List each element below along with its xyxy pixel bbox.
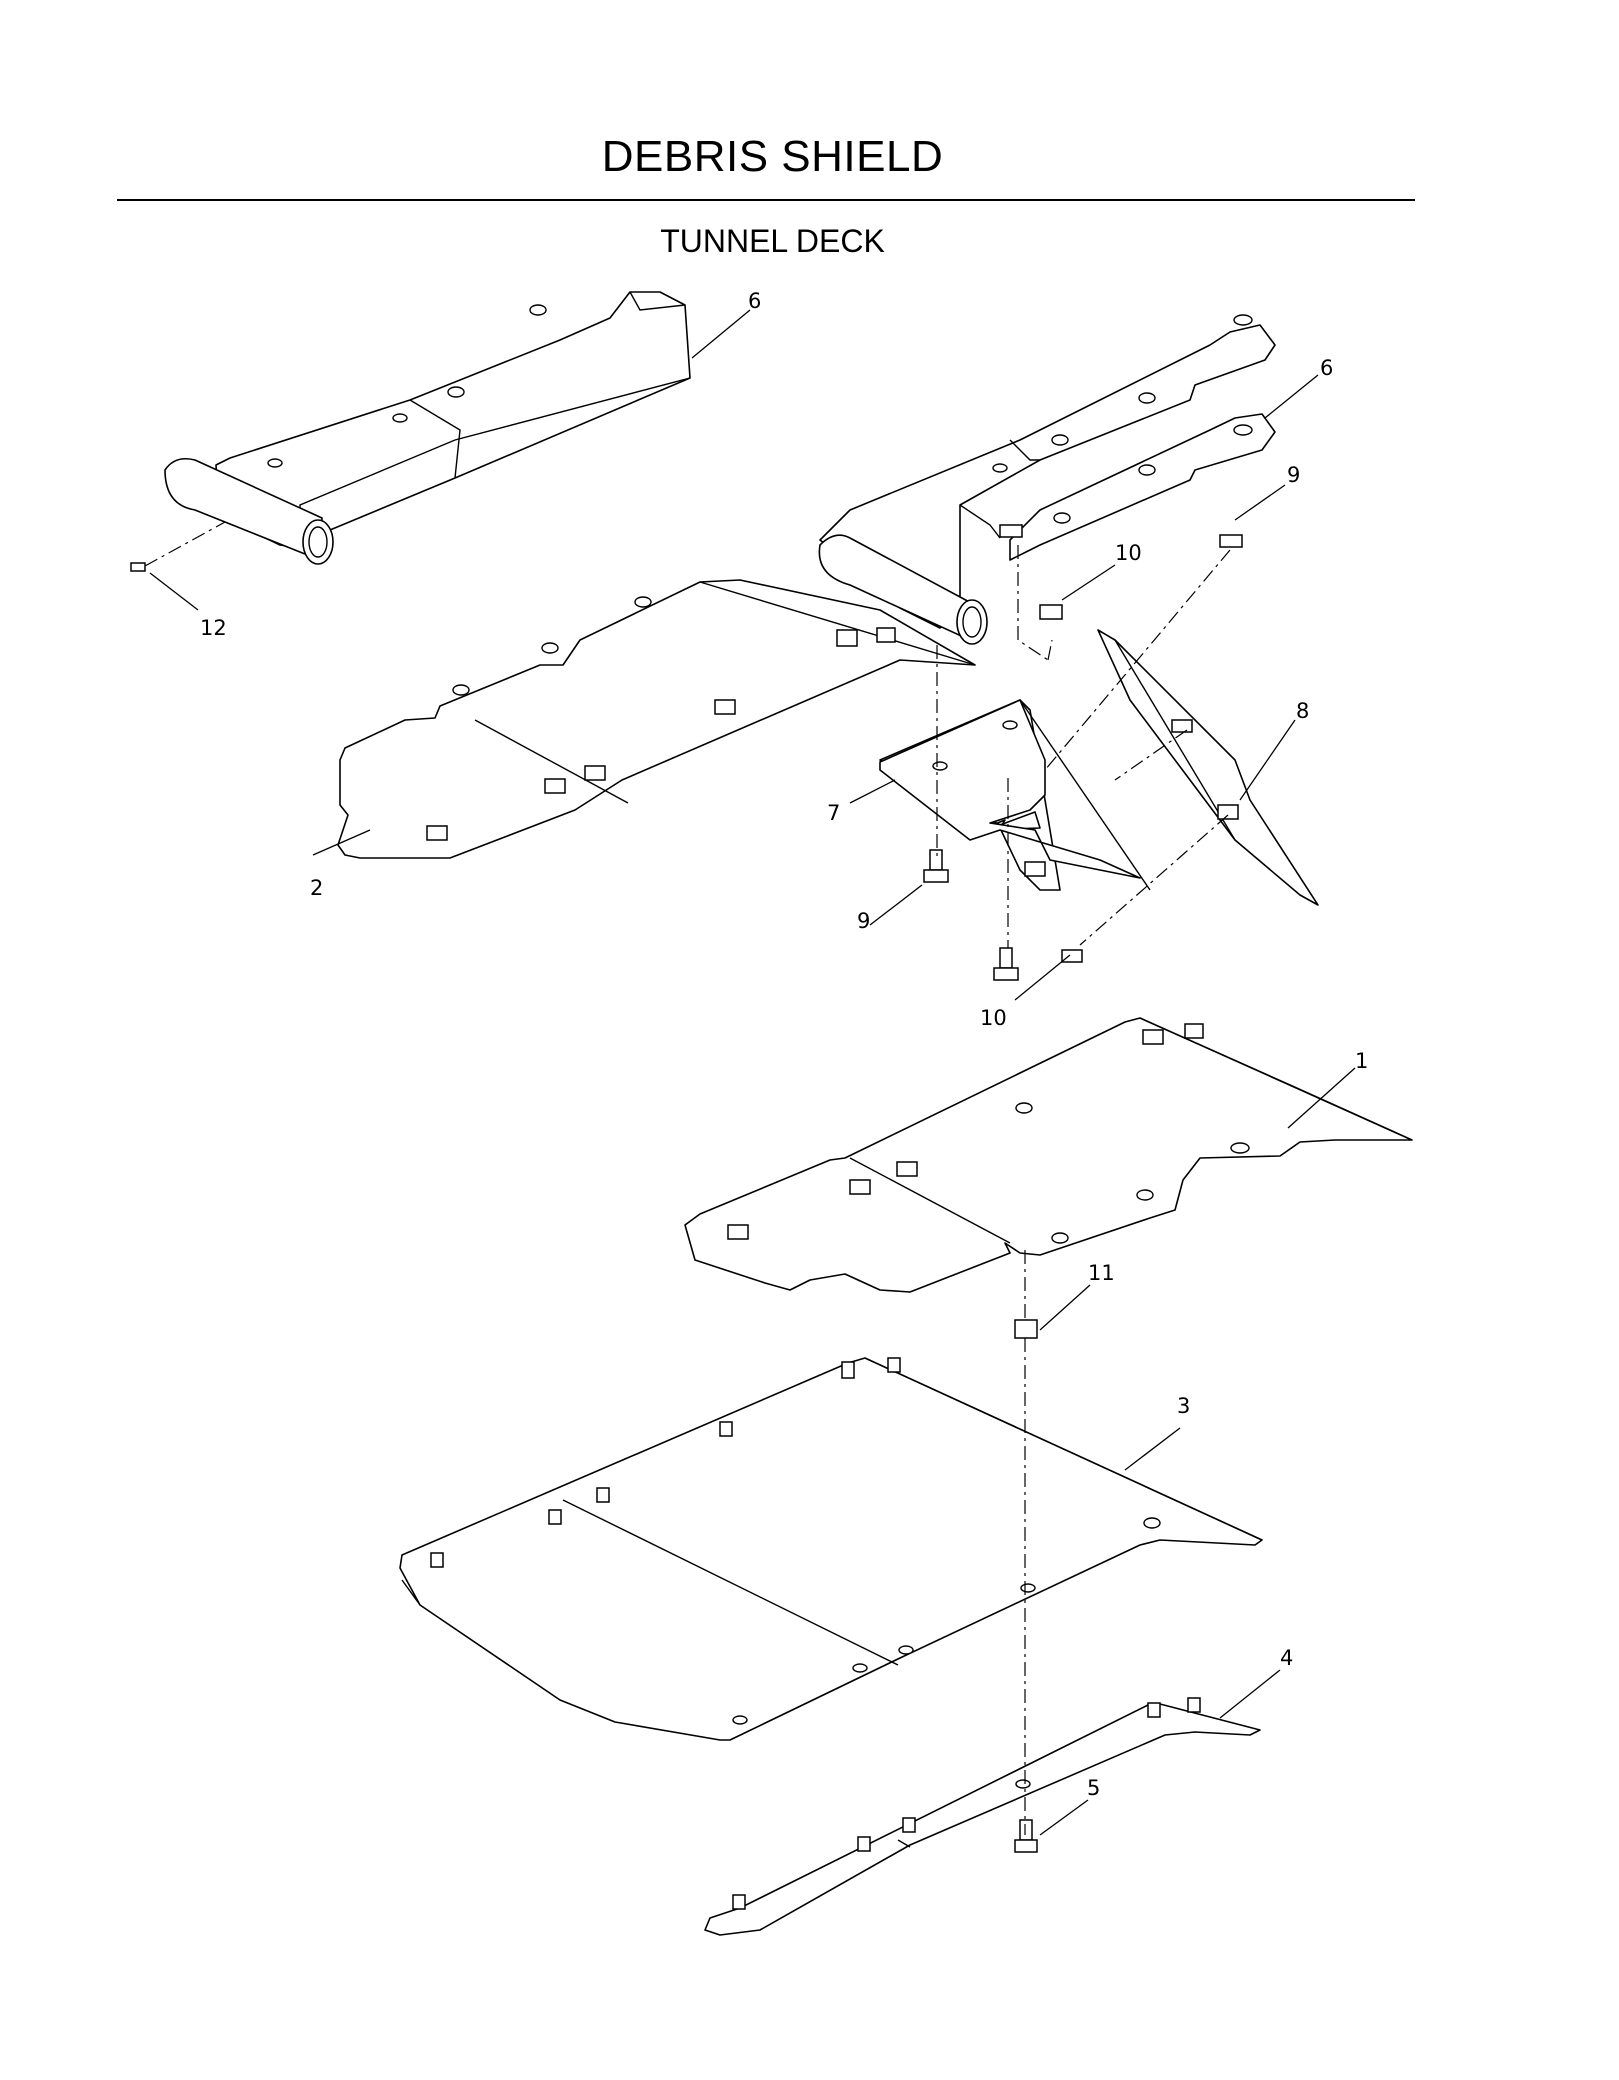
page-subtitle: TUNNEL DECK	[660, 223, 885, 259]
callout-9a: 9	[1287, 463, 1300, 487]
title-rule	[117, 199, 1415, 201]
callout-9b: 9	[857, 909, 870, 933]
part-6-right-arm	[818, 314, 1276, 645]
part-2-plate	[337, 579, 976, 859]
callout-6b: 6	[1320, 356, 1333, 380]
part-3-plate	[399, 1357, 1263, 1741]
callout-6a: 6	[748, 289, 761, 313]
callout-8: 8	[1296, 699, 1309, 723]
callout-1: 1	[1355, 1049, 1368, 1073]
callout-numbers: 1 2 3 4 5 6 6 7 8 9 9 10 10 11 12	[200, 289, 1368, 1800]
page-title: DEBRIS SHIELD	[601, 132, 944, 181]
part-8-deflector	[1097, 629, 1319, 906]
callout-3: 3	[1177, 1394, 1190, 1418]
fasteners	[130, 524, 1243, 1853]
callout-4: 4	[1280, 1646, 1293, 1670]
callout-5: 5	[1087, 1776, 1100, 1800]
callout-10a: 10	[1115, 541, 1142, 565]
callout-12: 12	[200, 616, 227, 640]
part-1-plate	[684, 1017, 1413, 1293]
callout-11: 11	[1088, 1261, 1115, 1285]
leader-lines	[149, 309, 1356, 1836]
callout-2: 2	[310, 876, 323, 900]
part-7-bracket	[879, 699, 1151, 891]
assembly-lines	[144, 521, 1231, 1835]
callout-10b: 10	[980, 1006, 1007, 1030]
part-4-strip	[704, 1697, 1261, 1936]
part-6-left-arm	[164, 291, 691, 565]
callout-7: 7	[827, 801, 840, 825]
